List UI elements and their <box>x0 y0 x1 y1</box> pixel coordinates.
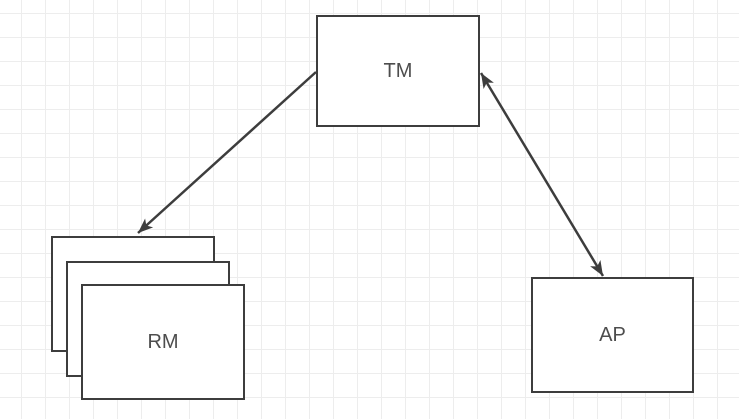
node-rm-stack[interactable]: RM <box>51 236 245 400</box>
node-rm-label: RM <box>147 330 179 353</box>
edge-tm-ap[interactable] <box>479 72 605 277</box>
rm-stack-layer-front: RM <box>81 284 245 400</box>
edge-tm-rm[interactable] <box>137 71 317 234</box>
node-tm-label: TM <box>383 59 413 82</box>
node-ap-label: AP <box>599 323 626 346</box>
node-tm[interactable]: TM <box>316 15 480 127</box>
node-ap[interactable]: AP <box>531 277 694 393</box>
